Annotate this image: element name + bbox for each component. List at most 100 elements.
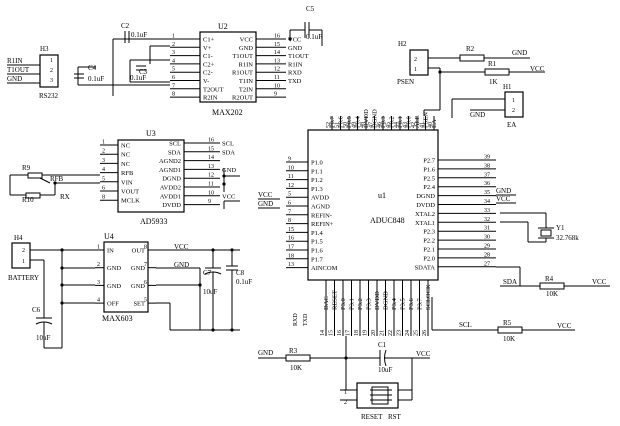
c3-ref: C3: [139, 68, 148, 76]
max202-pin-name: C1-: [203, 53, 213, 60]
psen-gnd: GND: [512, 49, 527, 57]
r5-block: SCL R5 10K VCC: [431, 297, 575, 343]
aduc848-bottom-pin-num: 20: [371, 330, 377, 336]
ad5933-pin-num: 10: [208, 190, 214, 196]
reset-ref: RESET: [361, 413, 383, 421]
aduc848-pin-name: P2.3: [423, 229, 435, 236]
aduc848-left-vcc: VCC: [258, 191, 273, 199]
aduc848-top-pin-name: P0.4: [355, 116, 362, 128]
aduc848-pin-num: 13: [288, 262, 294, 268]
c2-value: 0.1uF: [131, 31, 147, 39]
aduc848-bottom-pin-name: P3.4: [391, 298, 398, 310]
aduc848-pin-name: AGND: [311, 204, 330, 211]
aduc848-bottom-pin-num: 17: [346, 330, 352, 336]
max202-pin-num: 12: [274, 67, 280, 73]
max202-net-label: RXD: [288, 70, 302, 77]
max603-pin-name: GND: [131, 265, 145, 272]
max202-net-label: TXD: [288, 78, 302, 85]
aduc848-pin-name: DGND: [416, 193, 435, 200]
max603-pin-name: OUT: [132, 248, 145, 255]
max603-pin-num: 1: [97, 245, 100, 251]
r4-ref: R4: [545, 275, 554, 283]
aduc848-bottom-pin-num: 26: [422, 330, 428, 336]
ad5933-pin-num: 6: [102, 186, 105, 192]
max202-net-label: R1IN: [288, 61, 303, 68]
ad5933-pin-name: VIN: [121, 179, 133, 186]
max202-pin-num: 10: [274, 83, 280, 89]
aduc848-bottom-pin-num: 21: [380, 330, 386, 336]
aduc848-pin-name: REFIN-: [311, 212, 332, 219]
ad5933-pin-num: 4: [102, 167, 105, 173]
rs232-pin-3: 3: [50, 78, 53, 84]
reset-part: RST: [388, 413, 402, 421]
aduc848-top-pin-num: 40: [428, 122, 434, 128]
ea-pin-2: 2: [512, 108, 515, 114]
aduc848-top-pin-name: P0.2: [389, 116, 396, 128]
aduc848-pin-num: 16: [288, 236, 294, 242]
battery-connector: [11, 242, 31, 269]
ea-block: H1 EA 1 2 GND: [451, 83, 524, 129]
aduc848-bottom-pin-name: P3.5: [400, 298, 407, 310]
aduc848-top-pin-num: 43: [403, 122, 409, 128]
max603-pin-name: SET: [133, 301, 145, 308]
aduc848-pin-num: 37: [484, 172, 490, 178]
aduc848-bottom-pin-num: 22: [388, 330, 394, 336]
r5-ref: R5: [503, 319, 512, 327]
rs232-body: [39, 54, 59, 88]
max202-pin-num: 7: [172, 83, 175, 89]
c5-value: 0.1uF: [306, 33, 322, 41]
ad5933-pin-num: 2: [102, 149, 105, 155]
r5-value: 10K: [503, 335, 515, 343]
reset-pin-2: 2: [344, 400, 347, 406]
aduc848-top-pin-name: EA: [431, 119, 438, 128]
aduc848-pin-name: P1.4: [311, 230, 323, 237]
aduc848-left-gnd: GND: [258, 200, 273, 208]
aduc848-bottom-pin-num: 15: [329, 330, 335, 336]
ad5933-pin-num: 5: [102, 176, 105, 182]
c5-ref: C5: [306, 5, 315, 13]
c2-ref: C2: [121, 22, 130, 30]
aduc848-top-pin-num: 46: [377, 122, 383, 128]
aduc848-pin-num: 8: [288, 218, 291, 224]
aduc848-pin-num: 38: [484, 163, 490, 169]
aduc848-bottom-pin-name: P3.1: [349, 298, 356, 310]
rfb-net: RFB: [50, 175, 64, 183]
ad5933-net-label: SCL: [222, 141, 234, 148]
aduc848-bottom-pin-num: 25: [414, 330, 420, 336]
reset-block: GND R3 10K C1 10uF VCC 1 2 RESET RST: [258, 336, 431, 421]
r4-block: SDA R4 10K VCC: [496, 266, 610, 298]
ad5933-net-label: SDA: [222, 149, 235, 156]
max202-pin-name: R2OUT: [232, 95, 253, 102]
max202-net-label: T1OUT: [288, 53, 309, 60]
aduc848-top-pin-num: 49: [352, 122, 358, 128]
rs232-net-gnd: GND: [7, 75, 22, 83]
max202-pin-name: T1OUT: [232, 53, 253, 60]
aduc848-pin-num: 28: [484, 252, 490, 258]
aduc848-top-pin-num: 42: [411, 122, 417, 128]
psen-block: H2 PSEN 2 1 R2 GND R1 1K VCC: [397, 40, 545, 116]
aduc848-pin-num: 31: [484, 226, 490, 232]
aduc848-bottom-pin-name: P3.6: [408, 298, 415, 310]
c4-ref: C4: [88, 64, 97, 72]
r9-ref: R9: [22, 164, 31, 172]
aduc848-top-pin-num: 47: [369, 122, 375, 128]
aduc848-bottom-pin-name: DVDD: [374, 291, 381, 310]
aduc848-top-pin-num: 41: [420, 122, 426, 128]
aduc848-pin-num: 35: [484, 190, 490, 196]
aduc848-ref: u1: [378, 191, 386, 200]
ad5933-pin-name: MCLK: [121, 198, 140, 205]
max603-pin-num: 4: [97, 298, 100, 304]
ad5933-pin-name: AVDD1: [160, 193, 181, 200]
rs232-ref: H3: [40, 45, 49, 53]
aduc848-bottom-pin-num: 16: [337, 330, 343, 336]
psen-ref: H2: [398, 40, 407, 48]
max603-pin-name: OFF: [107, 301, 119, 308]
ea-ref: H1: [503, 83, 512, 91]
c6-ref: C6: [32, 306, 41, 314]
aduc848-pin-num: 17: [288, 245, 294, 251]
max202-pin-num: 8: [172, 92, 175, 98]
aduc848-top-pin-name: P0.0: [406, 116, 413, 128]
psen-pin-2: 2: [414, 57, 417, 63]
ad5933-net-label: GND: [222, 167, 236, 174]
